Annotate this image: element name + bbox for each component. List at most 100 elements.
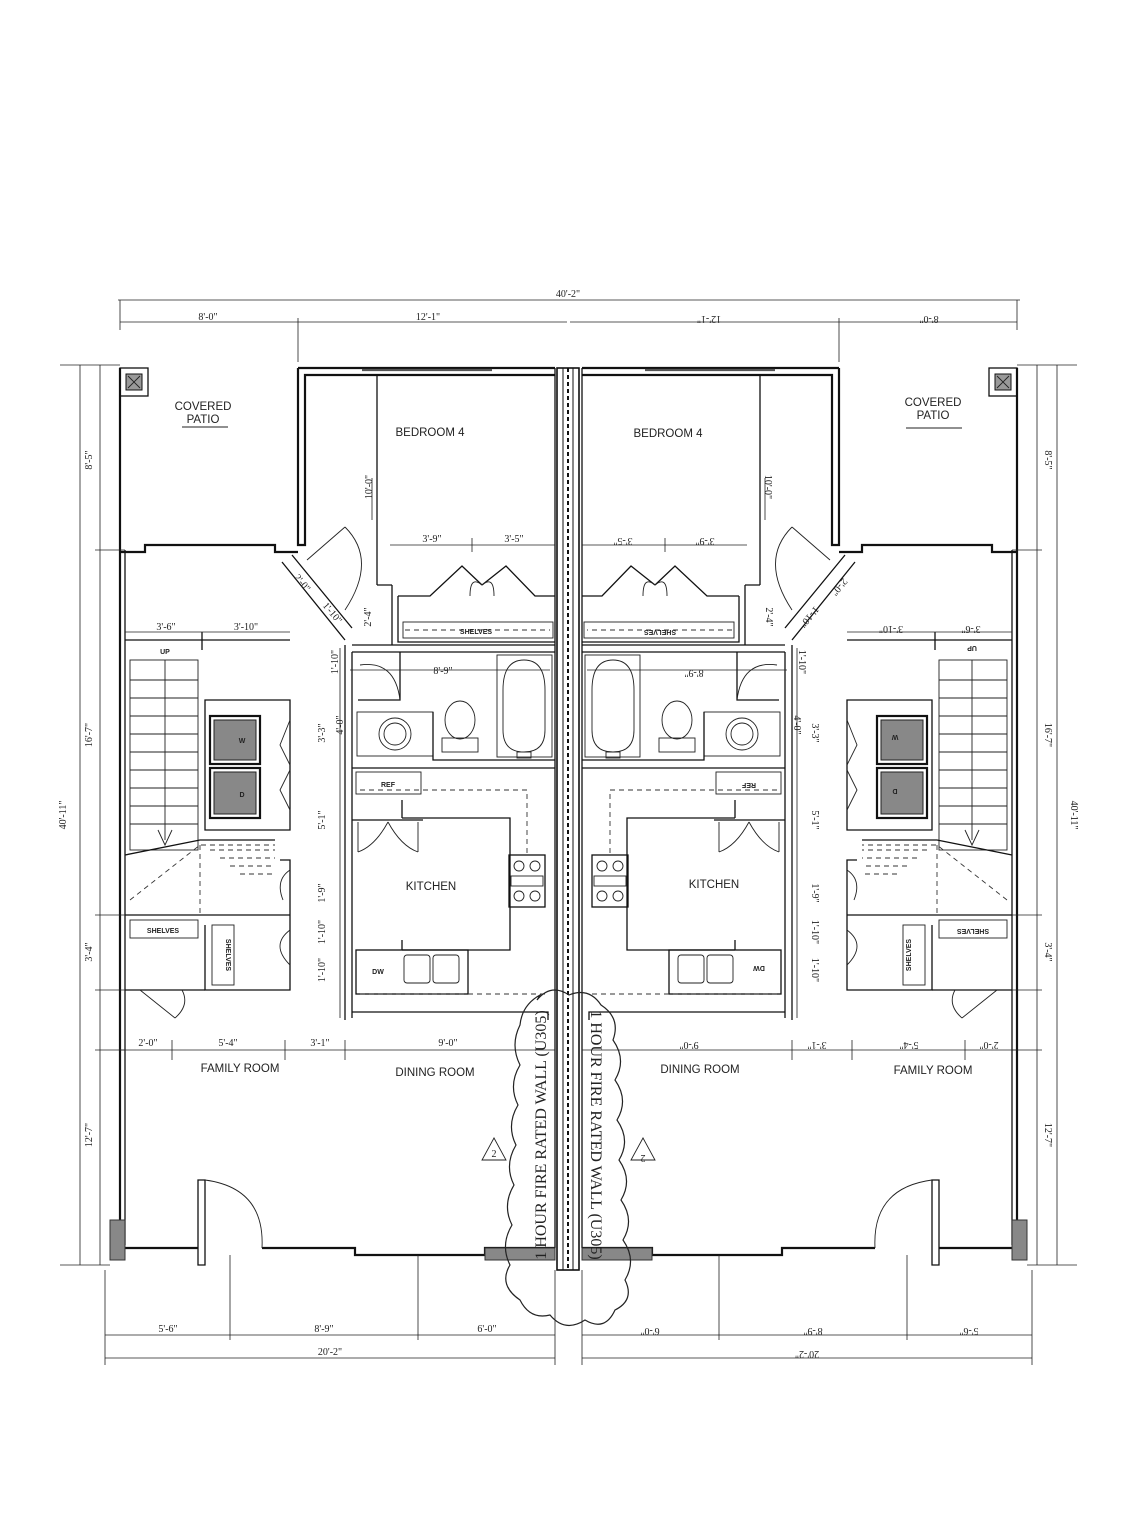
dim-k-a-left: 1'-9" [317, 883, 328, 902]
room-label-bedroom-right: BEDROOM 4 [633, 428, 703, 440]
room-label-bedroom-left: BEDROOM 4 [395, 427, 465, 439]
overall-depth-left: 40'-11" [58, 801, 69, 830]
dim-hall-b-left: 2'-4" [363, 607, 374, 626]
dim-bedroom-h-left: 10'-0" [364, 475, 375, 499]
room-label-kitchen-right: KITCHEN [689, 879, 739, 891]
dim-bottom-left-b: 8'-9" [314, 1324, 333, 1335]
label-shelves-vert-right: SHELVES [906, 939, 913, 971]
revision-cloud [504, 989, 632, 1326]
dim-laundry-h-left: 3'-3" [317, 723, 328, 742]
dim-side-left-c: 3'-4" [84, 942, 95, 961]
dim-top-left-a: 8'-0" [198, 312, 217, 323]
dim-closet-b-right: 3'-5" [613, 535, 632, 546]
dim-side-right-c: 3'-4" [1042, 942, 1053, 961]
dim-half-width-right: 20'-2" [795, 1348, 819, 1359]
room-label-covered-right: COVERED [905, 397, 962, 409]
revision-tag-left: 2 [492, 1149, 497, 1160]
label-up-right: UP [967, 644, 977, 651]
dim-closet-a-left: 3'-9" [422, 534, 441, 545]
dim-top-right-a: 8'-0" [919, 313, 938, 324]
dim-row-right-a: 2'-0" [979, 1039, 998, 1050]
dim-bath-h-right: 4'-0" [791, 715, 802, 734]
overall-depth-right: 40'-11" [1068, 801, 1079, 830]
dim-row-left-b: 5'-4" [218, 1038, 237, 1049]
label-shelves-closet-left: SHELVES [460, 629, 492, 636]
label-shelves-closet-right: SHELVES [644, 628, 676, 635]
dim-hall-c-left: 1'-10" [330, 650, 341, 674]
dim-stair-a-left: 3'-6" [156, 622, 175, 633]
dim-side-left-b: 16'-7" [84, 723, 95, 747]
unit-right [568, 298, 1079, 1367]
dim-laundry-h-right: 3'-3" [809, 723, 820, 742]
dim-k-c-left: 1'-10" [317, 958, 328, 982]
room-label-patio-left: PATIO [187, 414, 220, 426]
dim-row-right-c: 3'-1" [807, 1039, 826, 1050]
dim-row-right-d: 9'-0" [679, 1039, 698, 1050]
room-label-dining-right: DINING ROOM [660, 1064, 739, 1076]
label-dryer-left: D [239, 792, 244, 799]
fire-wall-label-left: 1 HOUR FIRE RATED WALL (U305) [533, 1010, 550, 1259]
dim-bottom-right-c: 6'-0" [640, 1325, 659, 1336]
label-ref-left: REF [381, 782, 396, 789]
dim-angle-right: 2'-0" [829, 576, 850, 598]
dim-row-right-b: 5'-4" [899, 1039, 918, 1050]
dim-row-left-c: 3'-1" [310, 1038, 329, 1049]
dim-bath-h-left: 4'-0" [335, 715, 346, 734]
dim-k-b-right: 1'-10" [809, 920, 820, 944]
label-up-left: UP [160, 649, 170, 656]
revision-tag-right: 2 [641, 1152, 646, 1163]
dim-side-right-a: 8'-5" [1042, 450, 1053, 469]
dim-bath-w-left: 8'-9" [433, 666, 452, 677]
label-washer-left: W [239, 738, 246, 745]
dim-top-left-b: 12'-1" [416, 312, 440, 323]
dim-bottom-right-a: 5'-6" [959, 1325, 978, 1336]
dim-closet-b-left: 3'-5" [504, 534, 523, 545]
revision-triangle-right [630, 1137, 656, 1161]
unit-left [58, 298, 569, 1367]
label-dryer-right: D [892, 787, 897, 794]
dim-stair-b-right: 3'-10" [879, 623, 903, 634]
dim-row-left-a: 2'-0" [138, 1038, 157, 1049]
dim-hall-c-right: 1'-10" [796, 650, 807, 674]
dim-top-right-b: 12'-1" [697, 313, 721, 324]
dim-side-right-b: 16'-7" [1042, 723, 1053, 747]
dim-side-left-d: 12'-7" [84, 1123, 95, 1147]
dim-side-left-a: 8'-5" [84, 450, 95, 469]
dim-bottom-left-c: 6'-0" [477, 1324, 496, 1335]
dim-hall-a-right: 1'-10" [797, 604, 821, 630]
dim-k-b-left: 1'-10" [317, 920, 328, 944]
label-shelves-stair-left: SHELVES [147, 928, 179, 935]
dim-stair-b-left: 3'-10" [234, 622, 258, 633]
dim-pantry-h-right: 5'-1" [809, 810, 820, 829]
dim-side-right-d: 12'-7" [1042, 1123, 1053, 1147]
dim-hall-b-right: 2'-4" [763, 607, 774, 626]
dim-bottom-right-b: 8'-9" [803, 1325, 822, 1336]
room-label-patio-right: PATIO [917, 410, 950, 422]
dim-k-c-right: 1'-10" [809, 958, 820, 982]
label-dw-left: DW [372, 969, 384, 976]
dim-bedroom-h-right: 10'-0" [762, 475, 773, 499]
room-label-kitchen-left: KITCHEN [406, 881, 456, 893]
dim-bottom-left-a: 5'-6" [158, 1324, 177, 1335]
label-shelves-stair-right: SHELVES [957, 927, 989, 934]
dim-bath-w-right: 8'-9" [684, 667, 703, 678]
room-label-family-right: FAMILY ROOM [894, 1065, 973, 1077]
dim-closet-a-right: 3'-9" [695, 535, 714, 546]
label-dw-right: DW [753, 964, 765, 971]
dim-half-width-left: 20'-2" [318, 1347, 342, 1358]
revision-triangle-left [481, 1137, 507, 1161]
party-wall [556, 367, 580, 1271]
label-washer-right: W [891, 733, 898, 740]
room-label-dining-left: DINING ROOM [395, 1067, 474, 1079]
room-label-family-left: FAMILY ROOM [201, 1063, 280, 1075]
dim-row-left-d: 9'-0" [438, 1038, 457, 1049]
dim-stair-a-right: 3'-6" [961, 623, 980, 634]
room-label-covered-left: COVERED [175, 401, 232, 413]
overall-width: 40'-2" [556, 289, 580, 300]
fire-wall-label-right: 1 HOUR FIRE RATED WALL (U305) [587, 1010, 604, 1259]
label-ref-right: REF [741, 781, 756, 788]
label-shelves-vert-left: SHELVES [224, 939, 231, 971]
dim-pantry-h-left: 5'-1" [317, 810, 328, 829]
dim-k-a-right: 1'-9" [809, 883, 820, 902]
